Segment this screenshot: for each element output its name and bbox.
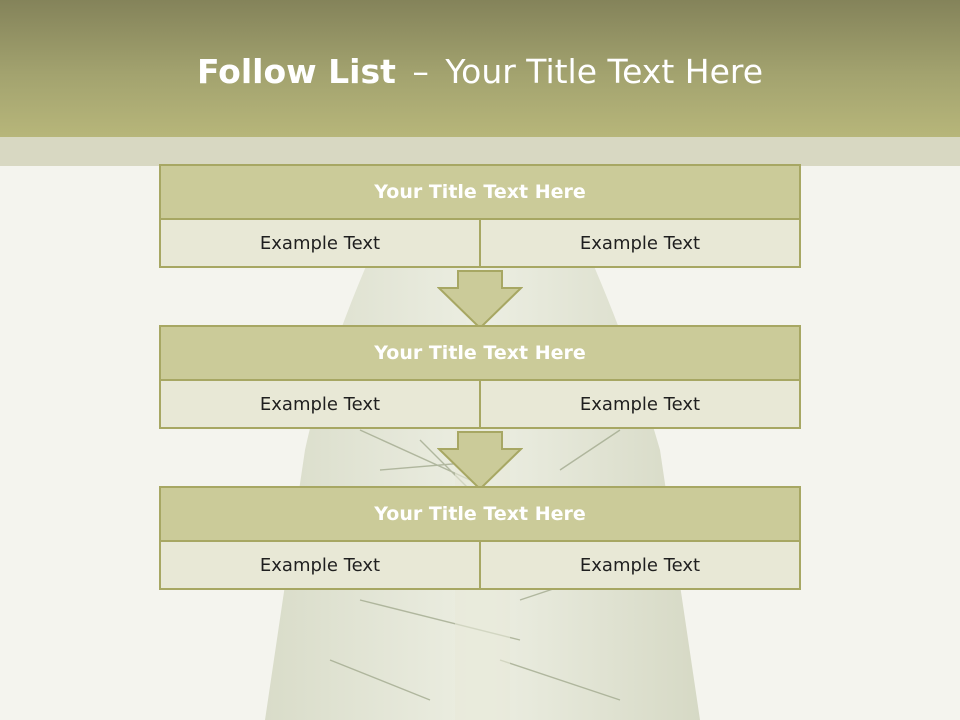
header-bar <box>0 0 960 137</box>
step-block-3: Your Title Text Here Example Text Exampl… <box>159 486 801 590</box>
title-rest-part: Your Title Text Here <box>445 52 764 91</box>
step-title: Your Title Text Here <box>159 164 801 220</box>
step-row: Example Text Example Text <box>159 379 801 429</box>
step-block-1: Your Title Text Here Example Text Exampl… <box>159 164 801 268</box>
down-arrow-icon <box>437 431 523 491</box>
title-dash: – <box>412 52 429 91</box>
step-title: Your Title Text Here <box>159 486 801 542</box>
step-cell-right: Example Text <box>479 218 801 268</box>
title-bold-part: Follow List <box>196 52 396 91</box>
step-cell-left: Example Text <box>159 379 481 429</box>
slide-title: Follow List – Your Title Text Here <box>0 52 960 91</box>
step-cell-right: Example Text <box>479 540 801 590</box>
step-row: Example Text Example Text <box>159 218 801 268</box>
step-cell-left: Example Text <box>159 540 481 590</box>
step-cell-left: Example Text <box>159 218 481 268</box>
step-title: Your Title Text Here <box>159 325 801 381</box>
step-cell-right: Example Text <box>479 379 801 429</box>
down-arrow-icon <box>437 270 523 330</box>
step-block-2: Your Title Text Here Example Text Exampl… <box>159 325 801 429</box>
header-strip <box>0 137 960 166</box>
step-row: Example Text Example Text <box>159 540 801 590</box>
